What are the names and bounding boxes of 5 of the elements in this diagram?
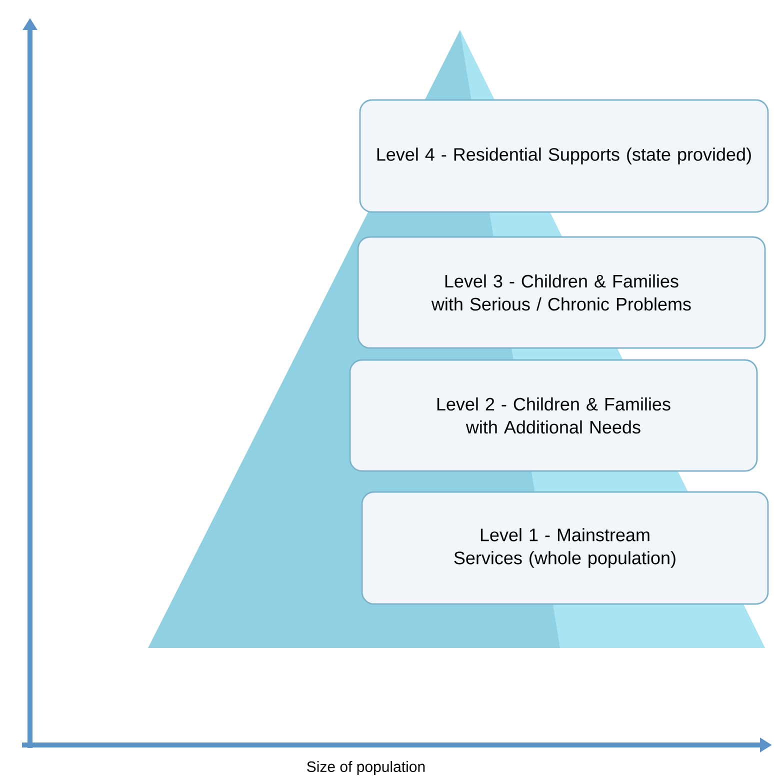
level-box: Level 3 - Children & Families with Serious / Chronic Problems: [357, 236, 766, 349]
axis-label: Size of population: [307, 761, 425, 775]
level-box: Level 4 - Residential Supports (state provided): [359, 99, 769, 213]
level-box: Level 1 - Mainstream Services (whole population): [361, 491, 769, 605]
level-box: Level 2 - Children & Families with Additional Needs: [349, 359, 758, 472]
